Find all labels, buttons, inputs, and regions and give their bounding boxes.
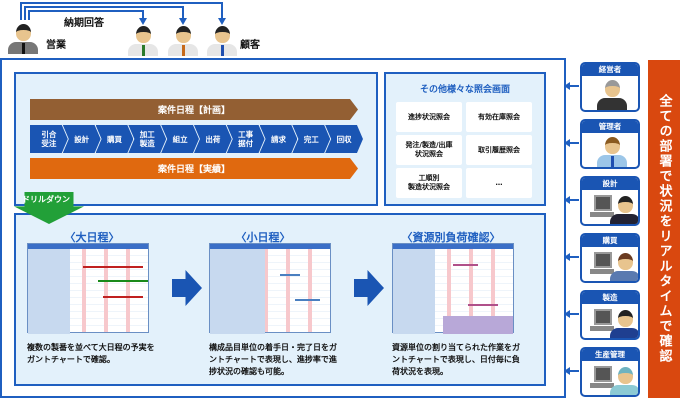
actual-bar: 案件日程【実績】 <box>30 158 358 179</box>
designer-icon <box>610 196 638 224</box>
arrow-icon <box>179 18 187 25</box>
query-title: その他様々な照会画面 <box>419 85 510 95</box>
process-step: 工事 据付 <box>227 125 265 153</box>
query-item[interactable]: 取引履歴照会 <box>466 135 532 165</box>
process-step: 出荷 <box>194 125 232 153</box>
connector-line <box>24 6 184 8</box>
purchaser-icon <box>610 253 638 281</box>
process-step: 購買 <box>96 125 134 153</box>
process-step: 組立 <box>161 125 199 153</box>
worker-icon <box>610 310 638 338</box>
process-step: 請求 <box>260 125 298 153</box>
executive-icon <box>597 80 627 110</box>
query-item: … <box>466 168 532 198</box>
plan-bar: 案件日程【計画】 <box>30 99 358 120</box>
role-design: 設計 <box>580 176 640 226</box>
connector-line <box>24 6 26 20</box>
section-description: 資源単位の割り当てられた作業をガントチャートで表現し、日付毎に負荷状況を表現。 <box>392 343 520 376</box>
connector-line <box>28 10 30 20</box>
connector-line <box>28 10 144 12</box>
process-step: 設計 <box>63 125 101 153</box>
system-frame <box>0 58 566 398</box>
process-step: 引合 受注 <box>30 125 68 153</box>
response-label: 納期回答 <box>64 18 104 29</box>
arrow-left-icon <box>564 139 579 147</box>
arrow-left-icon <box>564 310 579 318</box>
production-staff-icon <box>610 367 638 395</box>
section-description: 構成品目単位の着手日・完了日をガントチャートで表現し、進捗率で進捗状況の確認も可… <box>209 343 337 376</box>
section-description: 複数の製番を並べて大日程の予実をガントチャートで確認。 <box>27 343 155 364</box>
section-title: 〈資源別負荷確認〉 <box>401 231 501 244</box>
sales-person-icon <box>8 24 38 54</box>
role-manufacturing: 製造 <box>580 290 640 340</box>
role-executive: 経営者 <box>580 62 640 112</box>
connector-line <box>182 6 184 18</box>
role-manager: 管理者 <box>580 119 640 169</box>
section-title: 〈小日程〉 <box>235 231 291 244</box>
side-banner: 全ての部署で状況をリアルタイムで確認 <box>648 60 680 398</box>
connector-line <box>20 2 22 20</box>
query-item[interactable]: 工順別 製造状況照会 <box>396 168 462 198</box>
process-step: 加工 製造 <box>128 125 166 153</box>
customer-icon <box>168 26 198 56</box>
arrow-left-icon <box>564 196 579 204</box>
master-schedule-screenshot <box>27 243 149 334</box>
query-panel: その他様々な照会画面 進捗状況照会 有効在庫照会 発注/製造/出庫 状況照会 取… <box>384 72 546 206</box>
customer-icon <box>128 26 158 56</box>
query-item[interactable]: 発注/製造/出庫 状況照会 <box>396 135 462 165</box>
connector-line <box>142 10 144 18</box>
resource-load-screenshot <box>392 243 514 334</box>
role-purchasing: 購買 <box>580 233 640 283</box>
customer-icon <box>207 26 237 56</box>
customer-label: 顧客 <box>240 40 260 51</box>
query-item[interactable]: 有効在庫照会 <box>466 102 532 132</box>
query-item[interactable]: 進捗状況照会 <box>396 102 462 132</box>
connector-line <box>221 2 223 18</box>
role-production-control: 生産管理 <box>580 347 640 397</box>
connector-line <box>20 2 223 4</box>
detail-schedule-screenshot <box>209 243 331 334</box>
manager-icon <box>597 137 627 167</box>
arrow-left-icon <box>564 82 579 90</box>
sales-label: 営業 <box>46 40 66 51</box>
arrow-left-icon <box>564 253 579 261</box>
process-flow: 引合 受注 設計 購買 加工 製造 組立 出荷 工事 据付 請求 完工 回収 <box>30 125 358 153</box>
section-title: 〈大日程〉 <box>64 231 120 244</box>
arrow-left-icon <box>564 367 579 375</box>
process-step: 完工 <box>292 125 330 153</box>
drilldown-label: ドリルダウン <box>22 195 70 204</box>
arrow-icon <box>218 18 226 25</box>
arrow-icon <box>139 18 147 25</box>
process-step: 回収 <box>325 125 363 153</box>
